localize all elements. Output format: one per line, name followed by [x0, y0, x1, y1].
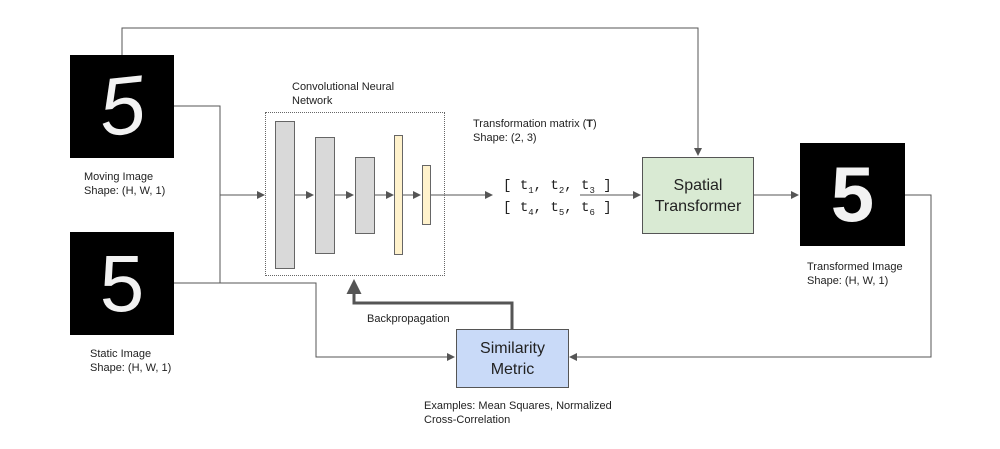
matrix-label: Transformation matrix (T) Shape: (2, 3) [473, 117, 597, 145]
transformed-image-title: Transformed Image [807, 261, 903, 273]
matrix-row2-close: ] [594, 199, 612, 216]
matrix-t: t [519, 178, 529, 194]
matrix-title-suffix: ) [593, 118, 597, 130]
static-image: 5 [70, 232, 174, 335]
examples-line2: Cross-Correlation [424, 414, 511, 426]
matrix-sub: 3 [589, 185, 595, 196]
static-to-cnn-line [174, 195, 221, 284]
cnn-conv-layer-1 [275, 121, 295, 269]
examples-label: Examples: Mean Squares, Normalized Cross… [424, 399, 612, 427]
matrix-title: Transformation matrix (T) [473, 117, 597, 131]
matrix-row2-open: [ [503, 199, 520, 216]
matrix-title-prefix: Transformation matrix ( [473, 118, 587, 130]
cnn-conv-layer-2 [315, 137, 335, 254]
examples-line1: Examples: Mean Squares, Normalized [424, 400, 612, 412]
static-image-shape: Shape: (H, W, 1) [90, 362, 172, 374]
spatial-transformer-line1: Spatial [673, 176, 723, 194]
matrix-row1-close: ] [594, 178, 612, 194]
static-to-similarity-line [220, 282, 455, 361]
matrix-row-2: [ t4, t5, t6 ] [503, 200, 612, 222]
matrix-title-bold: T [586, 118, 594, 130]
matrix-t: , t [533, 199, 559, 216]
transformed-image: 5 [800, 143, 905, 246]
matrix-sub: 2 [558, 185, 565, 196]
moving-image-shape: Shape: (H, W, 1) [84, 185, 166, 197]
matrix-sub: 6 [589, 207, 595, 218]
static-image-label: Static Image Shape: (H, W, 1) [90, 347, 171, 375]
similarity-metric-box: Similarity Metric [456, 329, 569, 388]
moving-image-label: Moving Image Shape: (H, W, 1) [84, 170, 165, 198]
spatial-transformer-line2: Transformer [654, 197, 742, 215]
static-digit: 5 [99, 238, 145, 328]
spatial-transformer-box: Spatial Transformer [642, 157, 754, 234]
matrix-t: t [519, 199, 529, 216]
cnn-title-line1: Convolutional Neural [292, 81, 395, 93]
static-image-title: Static Image [90, 348, 152, 360]
matrix-sub: 5 [558, 207, 565, 218]
cnn-conv-layer-3 [355, 157, 375, 234]
output-to-similarity-line [569, 194, 932, 361]
similarity-metric-line1: Similarity [480, 339, 545, 357]
transformed-digit: 5 [830, 150, 875, 238]
cnn-dense-layer-2 [422, 165, 431, 225]
matrix-sub: 1 [528, 185, 534, 196]
matrix-t: , t [564, 199, 590, 216]
cnn-title-line2: Network [292, 95, 333, 107]
matrix-shape: Shape: (2, 3) [473, 132, 537, 144]
matrix-t: , t [533, 178, 559, 194]
moving-to-transformer-line [121, 27, 702, 156]
cnn-label: Convolutional Neural Network [292, 80, 394, 108]
moving-to-cnn-line [174, 105, 221, 195]
matrix-row1-open: [ [503, 178, 520, 194]
moving-image: 5 [70, 55, 174, 158]
backpropagation-label: Backpropagation [367, 313, 450, 325]
cnn-container [265, 112, 445, 276]
similarity-metric-line2: Metric [490, 360, 535, 378]
backpropagation-arrow [346, 279, 514, 329]
transformed-image-label: Transformed Image Shape: (H, W, 1) [807, 260, 903, 288]
moving-image-title: Moving Image [84, 171, 154, 183]
matrix-sub: 4 [528, 207, 534, 218]
matrix-row-1: [ t1, t2, t3 ] [503, 178, 612, 200]
cnn-dense-layer-1 [394, 135, 403, 255]
moving-digit: 5 [94, 58, 150, 154]
matrix-t: , t [564, 178, 590, 194]
transformed-image-shape: Shape: (H, W, 1) [807, 275, 889, 287]
transformation-matrix: [ t1, t2, t3 ] [ t4, t5, t6 ] [503, 178, 612, 222]
